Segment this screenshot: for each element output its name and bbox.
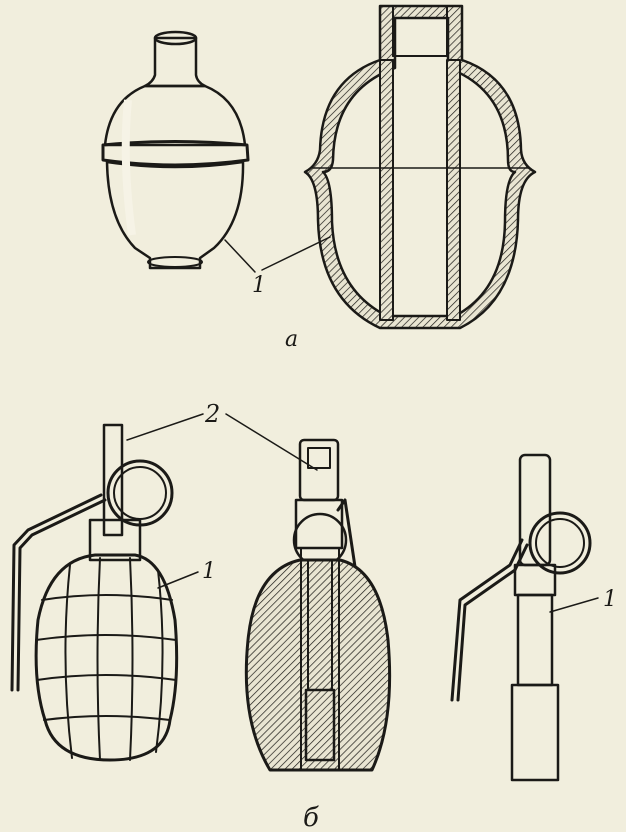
grenade-a-section: [303, 4, 537, 330]
callout-1-b-right-label: 1: [603, 587, 617, 612]
callout-1-b-left-label: 1: [202, 559, 216, 584]
callout-2: 2: [126, 400, 318, 471]
part-a-label: а: [285, 327, 298, 352]
grenade-a-exterior: [101, 30, 250, 270]
grenade-b-section: [244, 438, 392, 772]
part-b-label: б: [303, 803, 319, 832]
callout-1-b-left: 1: [157, 559, 216, 589]
callout-1-a: 1: [224, 236, 331, 298]
callout-2-label: 2: [204, 400, 220, 428]
callout-1-a-label: 1: [252, 273, 266, 298]
callout-1-b-right: 1: [549, 587, 617, 613]
grenade-b-exterior: [10, 423, 179, 762]
fuse-b-exterior: [450, 453, 592, 782]
